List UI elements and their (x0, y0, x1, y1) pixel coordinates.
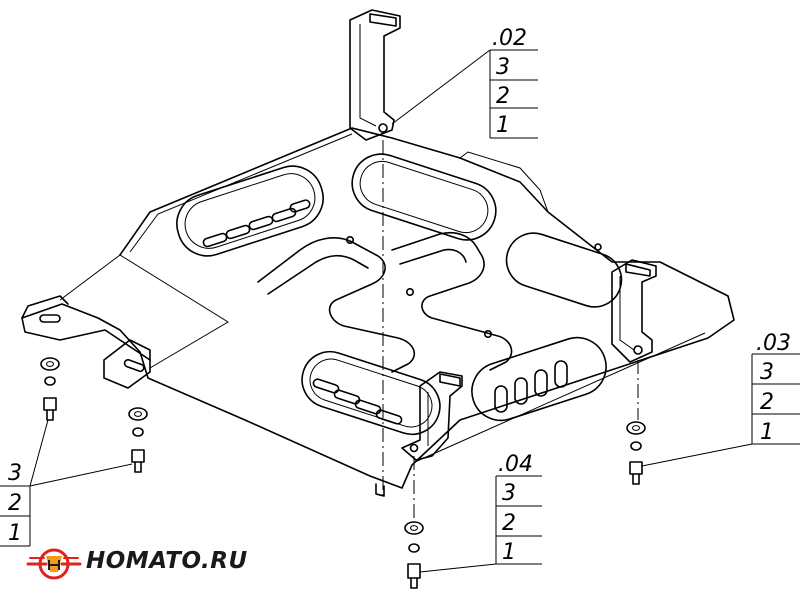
callout-left: 3 2 1 (0, 419, 133, 547)
callout-03-item-3: 3 (760, 360, 774, 385)
bracket-right (611, 259, 657, 363)
centerlines (382, 140, 639, 520)
callout-04-item-1: 1 (502, 540, 516, 565)
callout-03-item-1: 1 (760, 420, 774, 445)
callout-02-label: .02 (492, 26, 527, 51)
callout-03-label: .03 (756, 331, 791, 356)
callout-04: .04 3 2 1 (419, 452, 542, 573)
callout-03: .03 3 2 1 (641, 331, 800, 467)
skid-plate (21, 127, 735, 489)
callout-04-item-2: 2 (502, 511, 516, 536)
ventilation-slots-bottom (312, 378, 403, 425)
callout-left-item-3: 3 (8, 461, 22, 486)
mount-slots-front (39, 314, 145, 373)
callout-04-label: .04 (498, 452, 533, 477)
fastener-set-right (626, 421, 646, 485)
callout-left-item-2: 2 (8, 491, 22, 516)
brand-name: HOMATO.RU (86, 548, 248, 574)
callout-02-item-2: 2 (496, 84, 510, 109)
fastener-set-left-2 (128, 407, 148, 473)
fastener-set-left-1 (40, 357, 60, 421)
stamped-ribs (176, 153, 623, 436)
callout-02-item-3: 3 (496, 55, 510, 80)
callout-04-item-3: 3 (502, 481, 516, 506)
callout-03-item-2: 2 (760, 390, 774, 415)
bracket-front (401, 371, 463, 461)
fastener-set-front (404, 521, 424, 589)
stud-bottom (375, 483, 385, 497)
callout-02: .02 3 2 1 (391, 26, 538, 139)
callout-left-item-1: 1 (8, 521, 22, 546)
ventilation-slots-left (202, 199, 311, 248)
callout-02-item-1: 1 (496, 113, 510, 138)
ventilation-slots-right (494, 360, 568, 413)
bracket-rear (349, 9, 401, 141)
homato-logo-icon (26, 548, 82, 580)
